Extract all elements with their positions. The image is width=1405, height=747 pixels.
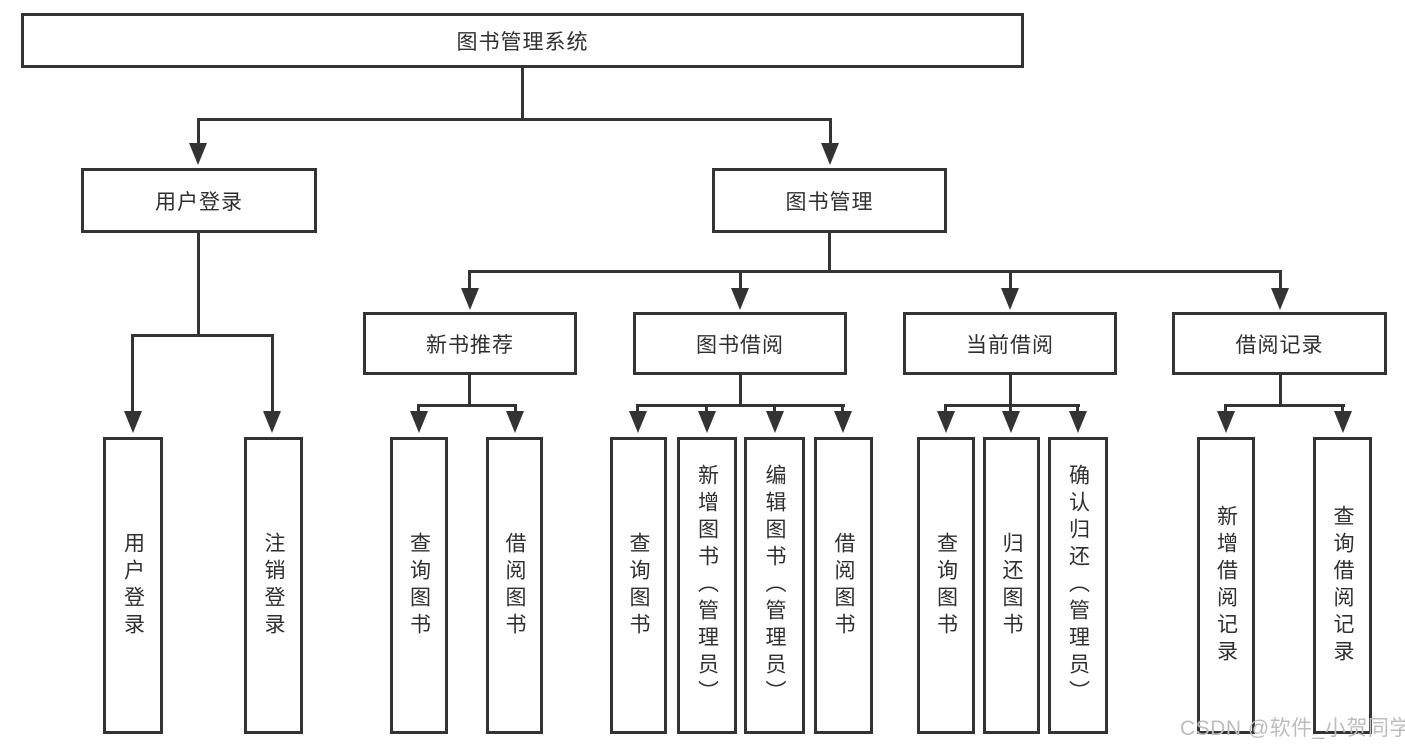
connector bbox=[1224, 404, 1227, 412]
arrowhead-down bbox=[1001, 288, 1019, 310]
node-label: 编辑图书（管理员） bbox=[763, 464, 786, 707]
arrowhead-down bbox=[834, 411, 852, 433]
node-borrowing-records: 借阅记录 bbox=[1172, 312, 1387, 375]
connector bbox=[1009, 375, 1012, 406]
connector bbox=[197, 118, 200, 146]
arrowhead-down bbox=[629, 411, 647, 433]
arrowhead-down bbox=[1334, 411, 1352, 433]
node-label: 注销登录 bbox=[262, 531, 285, 640]
connector bbox=[773, 404, 776, 412]
arrowhead-down bbox=[731, 288, 749, 310]
node-label: 新书推荐 bbox=[426, 333, 514, 357]
node-leaf-query-books-recommend: 查询图书 bbox=[390, 437, 448, 734]
connector bbox=[131, 334, 274, 337]
connector bbox=[197, 118, 832, 121]
connector bbox=[1224, 404, 1345, 407]
node-label: 借阅图书 bbox=[503, 531, 526, 640]
node-leaf-add-books-admin: 新增图书（管理员） bbox=[677, 437, 737, 734]
arrowhead-down bbox=[766, 411, 784, 433]
connector bbox=[739, 375, 742, 406]
arrowhead-down bbox=[506, 411, 524, 433]
node-book-borrowing: 图书借阅 bbox=[633, 312, 847, 375]
node-label: 确认归还（管理员） bbox=[1066, 464, 1090, 707]
node-leaf-logout: 注销登录 bbox=[244, 437, 303, 734]
arrowhead-down bbox=[698, 411, 716, 433]
node-current-borrowing: 当前借阅 bbox=[903, 312, 1117, 375]
node-label: 查询借阅记录 bbox=[1331, 504, 1354, 667]
arrowhead-down bbox=[1217, 411, 1235, 433]
connector bbox=[417, 404, 420, 412]
csdn-watermark: CSDN @软件_小贺同学 bbox=[1180, 717, 1405, 740]
connector bbox=[841, 404, 844, 412]
node-label: 图书管理 bbox=[785, 190, 874, 214]
node-leaf-add-borrow-record: 新增借阅记录 bbox=[1197, 437, 1255, 734]
connector bbox=[521, 68, 524, 120]
connector bbox=[197, 233, 200, 336]
node-leaf-borrow-books-recommend: 借阅图书 bbox=[486, 437, 543, 734]
node-leaf-confirm-return-admin: 确认归还（管理员） bbox=[1048, 437, 1108, 734]
node-book-management: 图书管理 bbox=[712, 168, 947, 233]
node-leaf-user-login: 用户登录 bbox=[103, 437, 163, 734]
connector bbox=[468, 375, 471, 406]
connector bbox=[944, 404, 947, 412]
arrowhead-down bbox=[1069, 411, 1087, 433]
connector bbox=[944, 404, 1080, 407]
arrowhead-down bbox=[461, 288, 479, 310]
arrowhead-down bbox=[937, 411, 955, 433]
arrowhead-down bbox=[1271, 288, 1289, 310]
node-label: 新增借阅记录 bbox=[1214, 504, 1238, 667]
connector bbox=[131, 334, 134, 412]
connector bbox=[829, 118, 832, 146]
arrowhead-down bbox=[189, 143, 207, 165]
connector bbox=[828, 233, 831, 273]
connector bbox=[1279, 270, 1282, 290]
connector bbox=[1009, 270, 1012, 290]
node-leaf-return-books: 归还图书 bbox=[983, 437, 1040, 734]
connector bbox=[739, 270, 742, 290]
connector bbox=[705, 404, 708, 412]
connector bbox=[468, 270, 1282, 273]
node-label: 归还图书 bbox=[1000, 531, 1023, 640]
node-label: 用户登录 bbox=[155, 190, 243, 214]
node-label: 查询图书 bbox=[627, 531, 650, 640]
connector bbox=[514, 404, 517, 412]
node-leaf-query-books-current: 查询图书 bbox=[917, 437, 975, 734]
node-label: 查询图书 bbox=[934, 531, 958, 640]
node-leaf-edit-books-admin: 编辑图书（管理员） bbox=[744, 437, 805, 734]
node-user-login: 用户登录 bbox=[81, 168, 317, 233]
node-label: 当前借阅 bbox=[966, 333, 1054, 357]
node-label: 查询图书 bbox=[407, 531, 431, 640]
node-label: 借阅图书 bbox=[832, 531, 855, 640]
connector bbox=[417, 404, 517, 407]
node-label: 图书管理系统 bbox=[456, 30, 589, 54]
connector bbox=[636, 404, 845, 407]
arrowhead-down bbox=[1002, 411, 1020, 433]
node-library-management-system: 图书管理系统 bbox=[21, 13, 1024, 68]
node-leaf-query-books-borrowing: 查询图书 bbox=[610, 437, 667, 734]
connector bbox=[636, 404, 639, 412]
arrowhead-down bbox=[263, 411, 281, 433]
node-leaf-borrow-books-borrowing: 借阅图书 bbox=[814, 437, 873, 734]
connector bbox=[1009, 404, 1012, 412]
connector bbox=[468, 270, 471, 290]
connector bbox=[1279, 375, 1282, 406]
node-leaf-query-borrow-record: 查询借阅记录 bbox=[1313, 437, 1372, 734]
node-label: 借阅记录 bbox=[1235, 333, 1324, 357]
arrowhead-down bbox=[124, 411, 142, 433]
connector bbox=[1341, 404, 1344, 412]
node-new-book-recommendation: 新书推荐 bbox=[363, 312, 577, 375]
node-label: 新增图书（管理员） bbox=[695, 464, 719, 707]
connector bbox=[271, 334, 274, 412]
arrowhead-down bbox=[821, 143, 839, 165]
node-label: 图书借阅 bbox=[696, 333, 784, 357]
node-label: 用户登录 bbox=[121, 531, 145, 640]
arrowhead-down bbox=[410, 411, 428, 433]
connector bbox=[1076, 404, 1079, 412]
